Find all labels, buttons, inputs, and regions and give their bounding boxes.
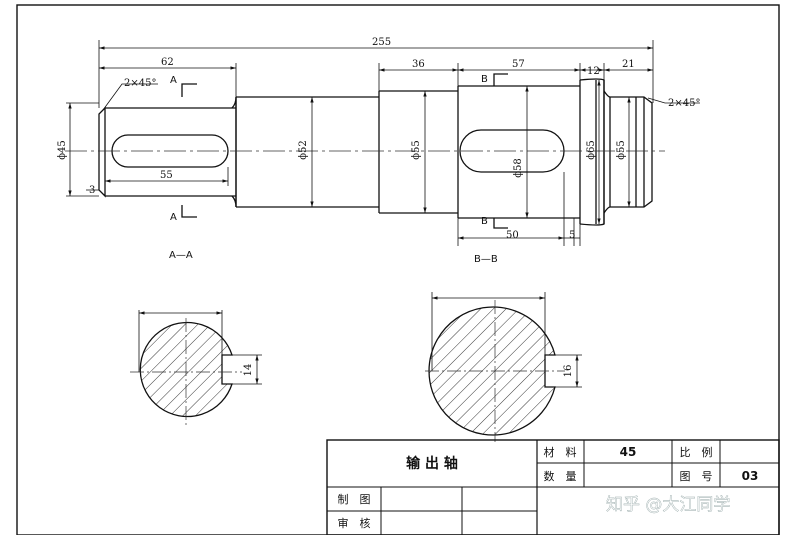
- section-mark-a-top: A: [170, 75, 177, 86]
- section-mark-b-bottom: B: [481, 216, 488, 227]
- dim-left-segment: 62: [161, 57, 174, 68]
- dim-dia-keyway-section: ϕ58: [513, 158, 524, 178]
- section-mark-b-top: B: [481, 74, 488, 85]
- dim-keyway-right-offset: 5: [569, 230, 575, 241]
- dim-seg-57: 57: [512, 59, 525, 70]
- part-name: 输 出 轴: [406, 455, 458, 472]
- section-label-bb: B—B: [474, 254, 498, 265]
- drawing-no-value: 03: [742, 469, 759, 483]
- section-label-aa: A—A: [169, 250, 193, 261]
- section-cut-marks: [181, 73, 508, 229]
- title-block: [326, 439, 780, 535]
- dim-seg-21: 21: [622, 59, 635, 70]
- dim-seg-12: 12: [587, 66, 600, 77]
- section-mark-a-bottom: A: [170, 212, 177, 223]
- dim-dia-left-end: ϕ45: [57, 140, 68, 160]
- watermark: 知乎 @大江同学: [606, 495, 730, 515]
- section-aa-view: 14: [130, 310, 262, 428]
- dim-section-bb-width: 16: [563, 365, 574, 378]
- dim-dia-third: ϕ55: [411, 140, 422, 160]
- dim-dia-right-end: ϕ55: [616, 140, 627, 160]
- shaft-main-view: [98, 78, 653, 226]
- dim-keyway-left-offset: 3: [89, 185, 95, 196]
- scale-label: 比 例: [680, 445, 713, 459]
- material-value: 45: [620, 445, 637, 459]
- dim-keyway-right-length: 50: [506, 230, 519, 241]
- dim-overall-length: 255: [372, 37, 391, 48]
- dimension-lines: [66, 40, 700, 246]
- dim-seg-36: 36: [412, 59, 425, 70]
- material-label: 材 料: [544, 445, 577, 459]
- dim-chamfer-left: 2×45°: [124, 78, 156, 89]
- dim-dia-second: ϕ52: [298, 140, 309, 160]
- quantity-label: 数 量: [544, 470, 577, 483]
- dim-keyway-left-length: 55: [160, 170, 173, 181]
- checked-by-label: 审 核: [338, 516, 371, 530]
- dim-section-aa-width: 14: [243, 364, 254, 377]
- drawing-no-label: 图 号: [680, 470, 713, 483]
- section-bb-view: 16: [425, 292, 582, 442]
- dim-dia-collar: ϕ65: [586, 140, 597, 160]
- drawn-by-label: 制 图: [338, 493, 371, 506]
- dim-chamfer-right: 2×45°: [668, 98, 700, 109]
- drawing-frame: [16, 4, 780, 535]
